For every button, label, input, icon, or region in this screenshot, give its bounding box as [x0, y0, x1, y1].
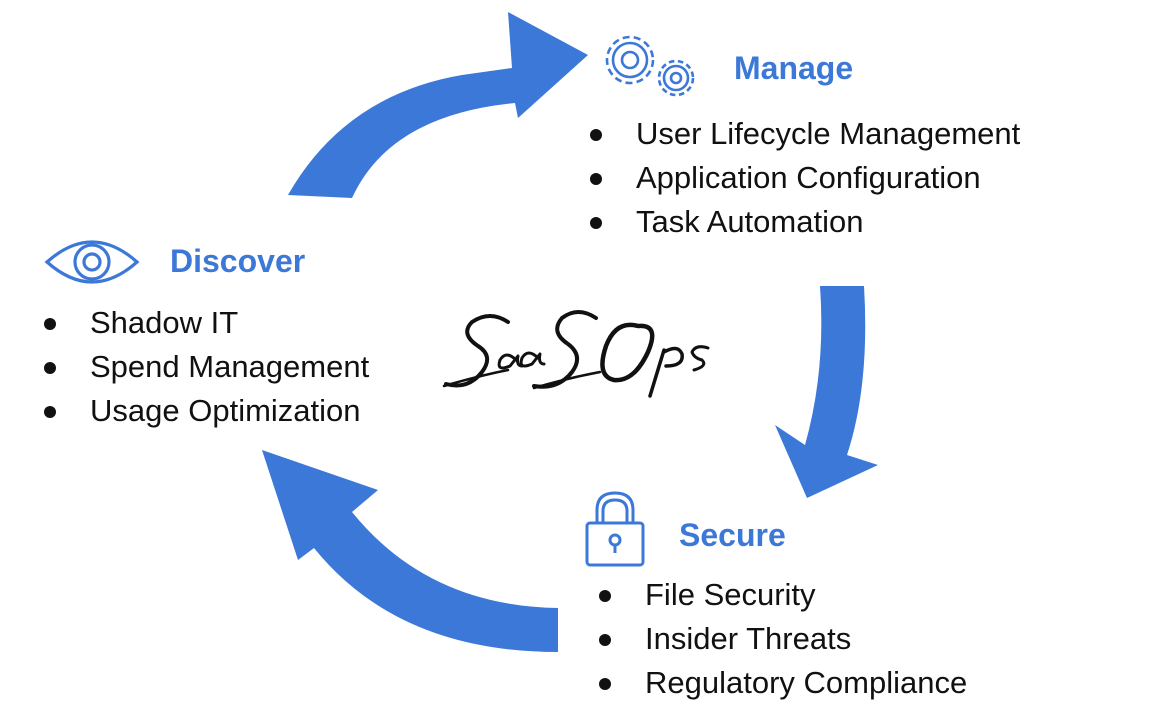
bullet: [590, 129, 602, 141]
arrow-discover-to-manage: [288, 12, 588, 198]
bullet: [590, 217, 602, 229]
arrow-secure-to-discover: [262, 450, 558, 652]
secure-list: File Security Insider Threats Regulatory…: [597, 573, 967, 705]
eye-icon: [44, 240, 140, 284]
list-item: User Lifecycle Management: [588, 112, 1020, 156]
bullet: [590, 173, 602, 185]
bullet: [44, 318, 56, 330]
manage-list: User Lifecycle Management Application Co…: [588, 112, 1020, 244]
gears-icon: [605, 35, 695, 97]
bullet: [44, 362, 56, 374]
list-item: Regulatory Compliance: [597, 661, 967, 705]
bullet: [44, 406, 56, 418]
list-item: Usage Optimization: [42, 389, 369, 433]
bullet: [599, 590, 611, 602]
padlock-icon: [585, 491, 645, 567]
list-item: Spend Management: [42, 345, 369, 389]
secure-heading: Secure: [679, 517, 786, 553]
discover-heading: Discover: [170, 243, 306, 279]
list-item: Application Configuration: [588, 156, 1020, 200]
saasops-logo: [442, 310, 710, 398]
list-item: Shadow IT: [42, 301, 369, 345]
arrow-manage-to-secure: [775, 286, 878, 498]
list-item: Task Automation: [588, 200, 1020, 244]
list-item: File Security: [597, 573, 967, 617]
list-item: Insider Threats: [597, 617, 967, 661]
bullet: [599, 634, 611, 646]
bullet: [599, 678, 611, 690]
discover-list: Shadow IT Spend Management Usage Optimiz…: [42, 301, 369, 433]
manage-heading: Manage: [734, 50, 854, 86]
